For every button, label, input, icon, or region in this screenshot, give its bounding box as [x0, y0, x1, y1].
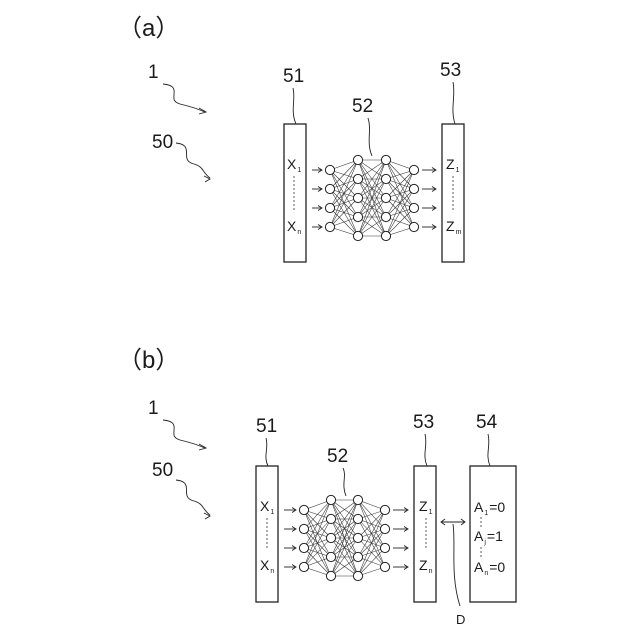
output-zm: Zm — [446, 218, 462, 236]
neuron-node — [325, 184, 334, 193]
neuron-node — [381, 174, 390, 183]
neuron-node — [299, 562, 308, 571]
neuron-node — [326, 533, 335, 542]
difference-leader — [453, 524, 460, 606]
ref-1-label: 1 — [148, 398, 159, 419]
ref-1-leader — [163, 84, 205, 112]
output-z1: Z1 — [419, 498, 433, 516]
neuron-node — [381, 212, 390, 221]
neuron-node — [325, 165, 334, 174]
answer-a1: A1=0 — [474, 499, 505, 517]
ref-50-label: 50 — [152, 132, 173, 153]
output-z1: Z1 — [446, 156, 460, 174]
neuron-node — [409, 203, 418, 212]
neuron-node — [380, 562, 389, 571]
neuron-node — [325, 222, 334, 231]
input-xn: Xn — [260, 557, 274, 575]
neuron-node — [381, 193, 390, 202]
neuron-node — [326, 514, 335, 523]
neuron-node — [326, 495, 335, 504]
neuron-node — [409, 165, 418, 174]
neuron-node — [380, 543, 389, 552]
neuron-node — [353, 533, 362, 542]
neuron-node — [380, 524, 389, 533]
neuron-node — [353, 552, 362, 561]
neuron-node — [353, 495, 362, 504]
neuron-node — [353, 212, 362, 221]
neuron-node — [326, 571, 335, 580]
neuron-node — [409, 184, 418, 193]
hidden-layers-ref: 52 — [352, 96, 373, 117]
panel-b: （b） 1 50 51 52 53 54 X1 Xn Z1 Zn A1=0 Aj… — [118, 347, 516, 627]
output-zn: Zn — [419, 557, 433, 575]
neuron-node — [299, 505, 308, 514]
neuron-node — [353, 193, 362, 202]
ref-50-leader — [176, 143, 210, 178]
panel-b-label: （b） — [118, 347, 179, 374]
neuron-node — [326, 552, 335, 561]
input-layer-leader — [293, 88, 296, 124]
answer-leader — [488, 434, 490, 466]
neuron-node — [325, 203, 334, 212]
output-layer-ref: 53 — [440, 60, 461, 81]
input-layer-ref: 51 — [283, 66, 304, 87]
input-layer-leader — [266, 438, 268, 466]
neuron-node — [380, 505, 389, 514]
answer-aj: Aj=1 — [474, 528, 503, 546]
neuron-node — [353, 514, 362, 523]
output-layer-leader — [425, 434, 427, 466]
neuron-node — [353, 174, 362, 183]
answer-an: An=0 — [474, 559, 505, 577]
hidden-network-b — [284, 495, 408, 580]
neuron-node — [381, 155, 390, 164]
hidden-layers-ref: 52 — [327, 446, 348, 467]
neuron-node — [409, 222, 418, 231]
ref-1-label: 1 — [148, 62, 159, 83]
neuron-node — [353, 155, 362, 164]
input-layer-box — [284, 124, 306, 262]
ref-50-label: 50 — [152, 460, 173, 481]
ref-1-leader — [163, 420, 205, 448]
panel-a: （a） 1 50 51 52 53 X1 Xn Z1 Zm — [118, 15, 464, 262]
hidden-layers-leader — [368, 118, 372, 156]
neuron-node — [299, 543, 308, 552]
output-layer-leader — [453, 82, 455, 124]
neuron-node — [353, 231, 362, 240]
output-layer-ref: 53 — [413, 412, 434, 433]
difference-ref: D — [456, 612, 465, 627]
hidden-layers-leader — [343, 468, 346, 496]
neuron-node — [353, 571, 362, 580]
panel-a-label: （a） — [118, 15, 179, 42]
neuron-node — [299, 524, 308, 533]
answer-ref: 54 — [476, 412, 498, 433]
neuron-node — [381, 231, 390, 240]
ref-50-leader — [176, 480, 210, 515]
hidden-network-a — [312, 155, 436, 240]
input-x1: X1 — [287, 156, 301, 174]
output-layer-box — [414, 466, 436, 602]
input-x1: X1 — [260, 498, 274, 516]
input-layer-ref: 51 — [256, 416, 277, 437]
input-xn: Xn — [287, 218, 301, 236]
